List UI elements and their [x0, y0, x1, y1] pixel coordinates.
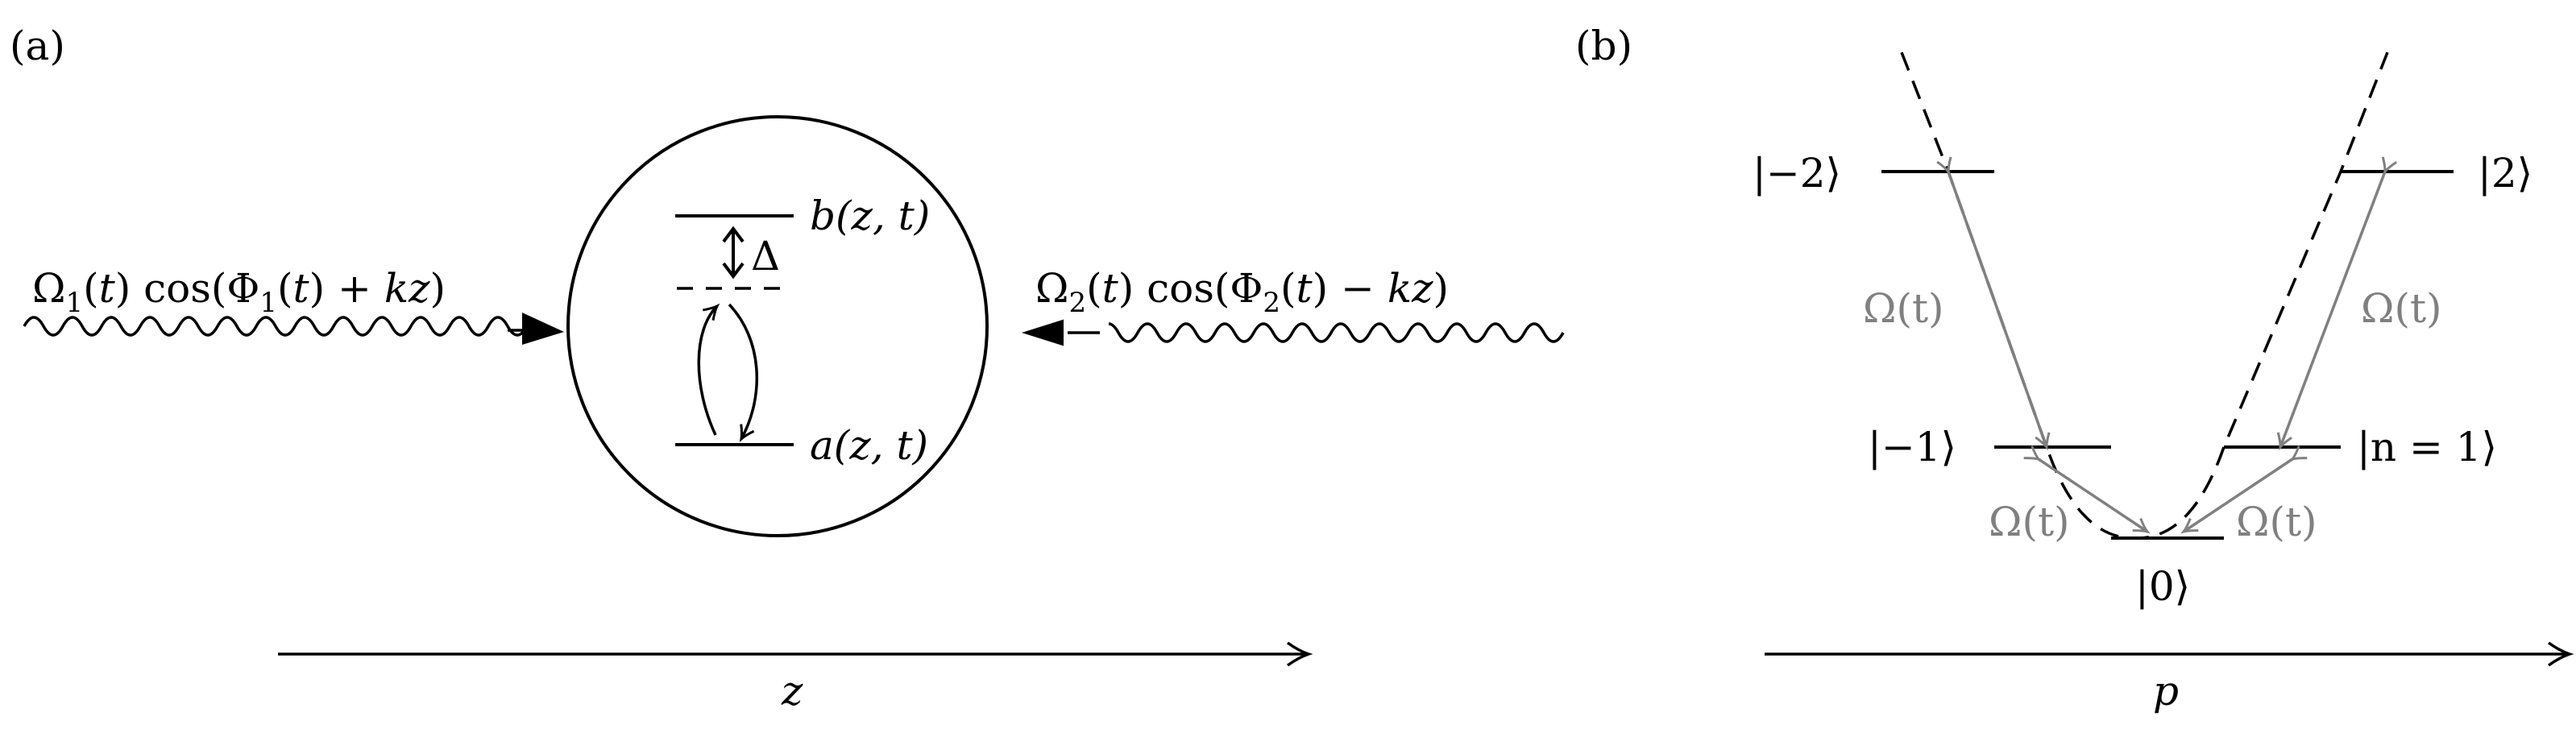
z-axis-arrowhead: [1286, 641, 1313, 667]
right-beam-arrowhead-tip: [1022, 318, 1068, 347]
left-beam-arrowhead: [522, 313, 564, 345]
z-axis-label: z: [781, 668, 803, 715]
panel-a-label: (a): [10, 23, 65, 69]
atom-circle: [566, 115, 989, 537]
dispersion-parabola: [1900, 52, 2389, 540]
coupling-arrow-plus2-plus1: [2280, 172, 2385, 447]
detuning-label: Δ: [751, 233, 780, 280]
panel-b-label: (b): [1575, 23, 1632, 69]
level-a-label: a(z, t): [810, 422, 928, 469]
left-beam-label: Ω1(t) cos(Φ1(t) + kz): [32, 265, 446, 319]
coupling-label-right-lower: Ω(t): [2236, 499, 2317, 545]
right-beam-wave: [1088, 322, 1565, 343]
state-plus1-label: |n = 1⟩: [2357, 424, 2497, 470]
coupling-label-left-upper: Ω(t): [1863, 285, 1944, 332]
p-axis-label: p: [2153, 668, 2179, 715]
state-plus2-label: |2⟩: [2478, 150, 2532, 197]
p-axis-arrowhead: [2547, 641, 2574, 667]
detuning-arrow-bottom: [722, 262, 745, 280]
coupling-label-left-lower: Ω(t): [1989, 499, 2070, 545]
state-minus1-label: |−1⟩: [1868, 424, 1956, 470]
level-b-label: b(z, t): [810, 193, 930, 239]
coupling-arrow-minus1-zero: [2039, 459, 2147, 532]
state-zero-label: |0⟩: [2135, 563, 2190, 610]
coupling-arrow-plus1-zero: [2184, 459, 2292, 532]
emission-arrow: [728, 303, 759, 439]
coupling-label-right-upper: Ω(t): [2361, 285, 2442, 332]
left-beam-wave: [23, 316, 535, 337]
coupling-arrow-minus2-minus1: [1948, 172, 2047, 447]
state-minus2-label: |−2⟩: [1753, 150, 1841, 197]
right-beam-label: Ω2(t) cos(Φ2(t) − kz): [1035, 265, 1449, 319]
absorption-arrow: [697, 306, 717, 436]
detuning-arrow-top: [722, 226, 745, 243]
